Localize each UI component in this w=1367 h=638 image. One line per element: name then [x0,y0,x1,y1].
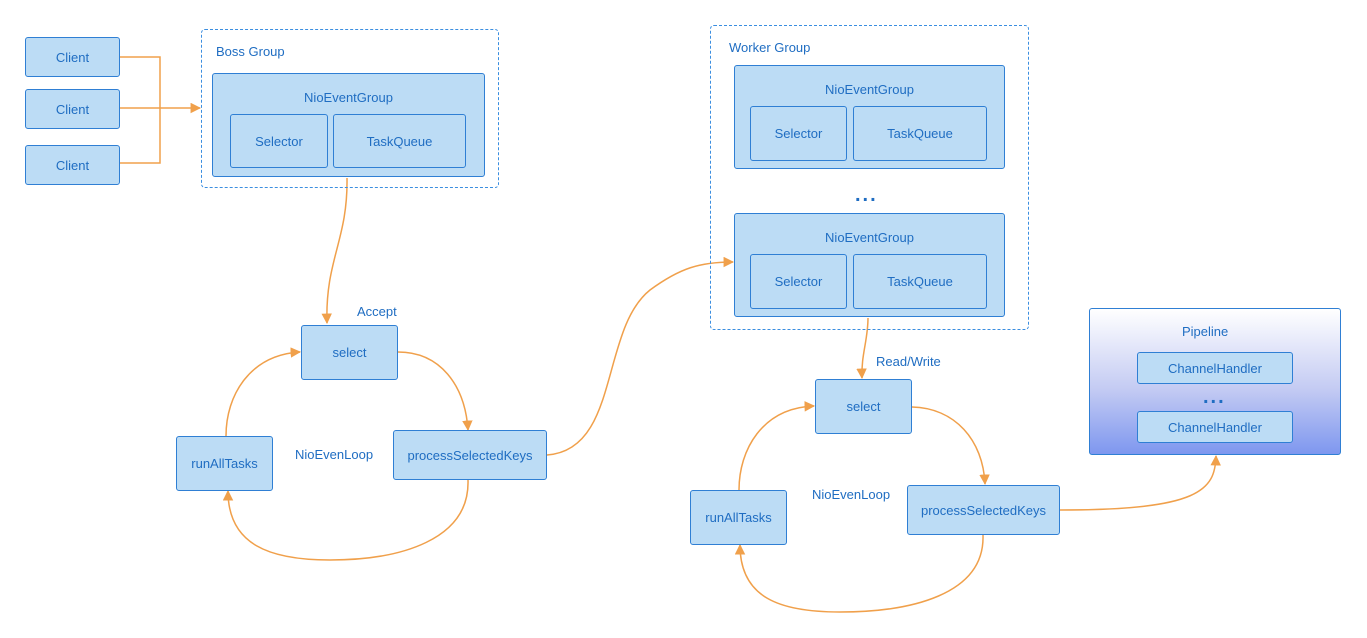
worker-group: Worker Group [710,25,1029,330]
boss-process-selected-keys-box: processSelectedKeys [393,430,547,480]
process-to-pipeline-arrow [1059,454,1221,511]
boss-run-to-select-arrow [225,347,302,437]
boss-group: Boss Group [201,29,499,188]
channel-handler-2: ChannelHandler [1137,411,1293,443]
worker-run-all-tasks-box: runAllTasks [690,490,787,545]
read-write-label: Read/Write [876,354,941,369]
worker-run-to-select-arrow [738,401,816,491]
boss-loop-label: NioEvenLoop [295,447,374,462]
boss-task-queue: TaskQueue [333,114,466,168]
client-3-connector [120,108,161,164]
worker-selector-2: Selector [750,254,847,309]
accept-arrow [321,177,348,325]
worker-select-box: select [815,379,912,434]
accept-label: Accept [357,304,397,319]
boss-nio-event-group-title: NioEventGroup [304,90,393,105]
boss-process-to-run-arrow [222,479,469,561]
worker-group-ellipsis: ... [855,184,878,206]
worker-select-to-process-arrow [911,406,990,486]
worker-nio-event-group-2-title: NioEventGroup [825,230,914,245]
boss-group-title: Boss Group [216,44,285,59]
worker-task-queue-1: TaskQueue [853,106,987,161]
pipeline-ellipsis: ... [1203,386,1226,408]
boss-selector: Selector [230,114,328,168]
worker-selector-1: Selector [750,106,847,161]
channel-handler-1: ChannelHandler [1137,352,1293,384]
worker-group-title: Worker Group [729,40,811,55]
client-box-3: Client [25,145,120,185]
client-1-connector [120,56,161,108]
worker-loop-label: NioEvenLoop [812,487,891,502]
client-box-1: Client [25,37,120,77]
client-box-2: Client [25,89,120,129]
boss-select-box: select [301,325,398,380]
boss-to-worker-arrow [546,256,735,456]
boss-run-all-tasks-box: runAllTasks [176,436,273,491]
worker-process-to-run-arrow [734,534,984,613]
pipeline-title: Pipeline [1182,324,1229,339]
read-write-arrow [856,317,869,380]
worker-process-selected-keys-box: processSelectedKeys [907,485,1060,535]
boss-select-to-process-arrow [397,351,473,432]
worker-task-queue-2: TaskQueue [853,254,987,309]
worker-nio-event-group-1-title: NioEventGroup [825,82,914,97]
